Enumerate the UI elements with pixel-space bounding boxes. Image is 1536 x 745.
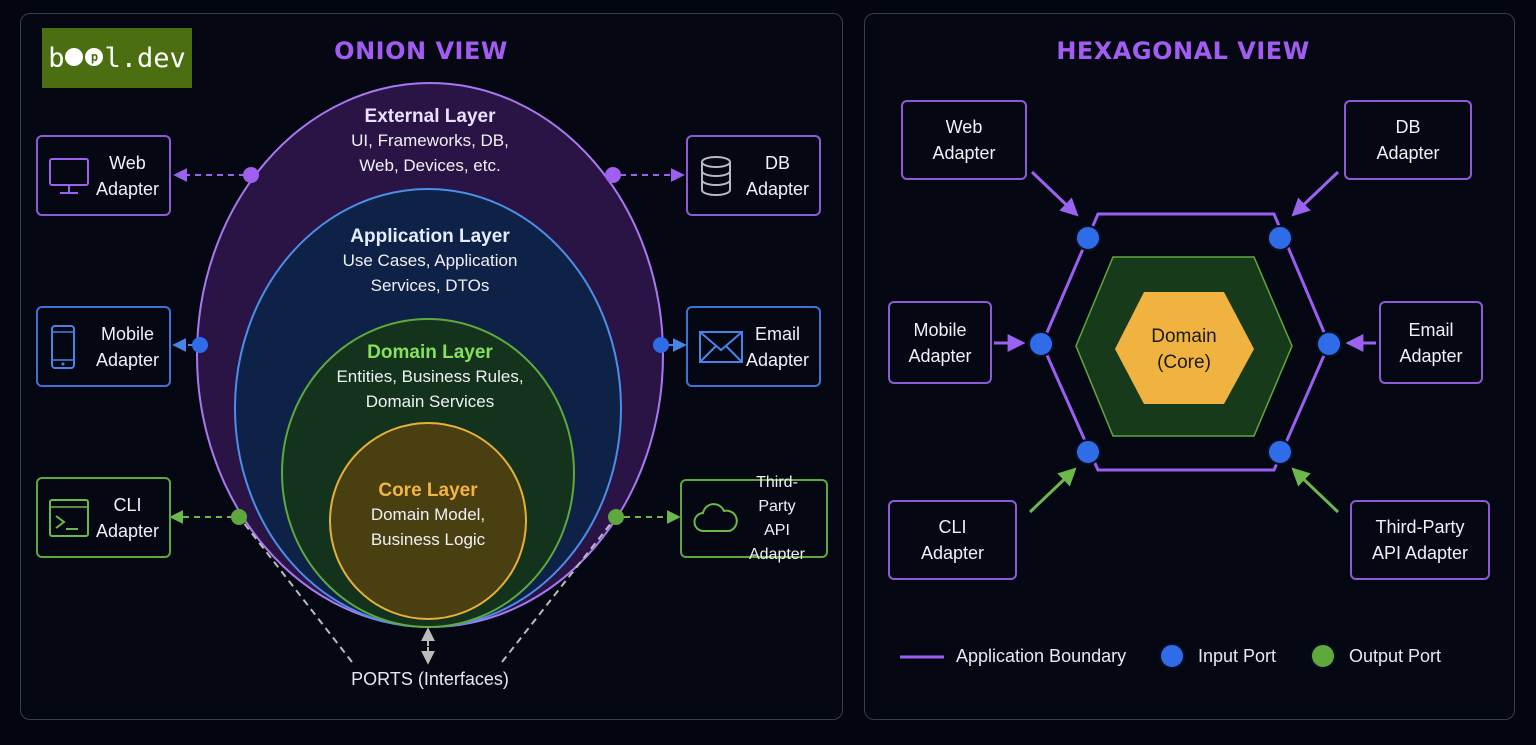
third-party-adapter-line1: Third-Party [756, 473, 798, 515]
hex-input-port-bottom-right [1267, 439, 1293, 465]
ports-label: PORTS (Interfaces) [351, 669, 509, 689]
db-adapter-line1: DB [764, 152, 790, 173]
hex-input-port-right [1316, 331, 1342, 357]
mobile-adapter-line2: Adapter [95, 349, 159, 370]
hex-core-line2: (Core) [1157, 352, 1211, 373]
hex-web-arrow [1030, 170, 1079, 217]
onion-view-title: ONION VIEW [334, 37, 508, 65]
domain-layer-title: Domain Layer [367, 342, 493, 363]
web-adapter-line1: Web [109, 152, 146, 173]
port-dot-web [243, 167, 259, 183]
third-party-adapter-line2: API Adapter [748, 521, 806, 563]
hex-db-line1: DB [1395, 117, 1421, 137]
hex-input-port-top-left [1075, 225, 1101, 251]
hex-input-port-bottom-left [1075, 439, 1101, 465]
application-layer-line1: Use Cases, Application [342, 251, 518, 270]
database-icon [698, 154, 734, 198]
hex-cli-line1: CLI [938, 517, 967, 537]
hex-mobile-line1: Mobile [913, 319, 967, 340]
hex-cli-arrow [1028, 467, 1077, 514]
cloud-icon [692, 502, 738, 535]
terminal-icon [48, 498, 90, 538]
external-layer-text: External Layer UI, Frameworks, DB, Web, … [351, 106, 509, 178]
hexagonal-view-title: HEXAGONAL VIEW [1056, 37, 1310, 65]
core-layer-shape [329, 422, 527, 620]
domain-layer-text: Domain Layer Entities, Business Rules, D… [336, 342, 523, 414]
application-layer-title: Application Layer [350, 226, 510, 247]
hex-email-line1: Email [1408, 319, 1454, 340]
external-layer-line2: Web, Devices, etc. [359, 156, 501, 175]
hex-third-party-line1: Third-Party [1375, 517, 1465, 537]
hex-mobile-line2: Adapter [908, 345, 972, 366]
port-dot-db [605, 167, 621, 183]
core-layer-line1: Domain Model, [370, 505, 486, 524]
mobile-adapter-line1: Mobile [100, 323, 154, 344]
legend-output-port-dot [1310, 643, 1336, 669]
hex-third-party-line2: API Adapter [1371, 543, 1469, 563]
hex-core-label: Domain (Core) [1151, 324, 1216, 376]
legend-boundary-label: Application Boundary [956, 646, 1127, 666]
legend-input-port-label: Input Port [1198, 646, 1277, 666]
port-dot-mobile [192, 337, 208, 353]
legend-input-port-dot [1159, 643, 1185, 669]
monitor-icon [48, 156, 90, 196]
hex-cli-adapter: CLI Adapter [888, 500, 1017, 580]
external-layer-line1: UI, Frameworks, DB, [351, 131, 509, 150]
port-dot-third-party [608, 509, 624, 525]
cli-adapter-line2: Adapter [95, 520, 159, 541]
application-layer-line2: Services, DTOs [370, 276, 490, 295]
domain-core-hexagon [1115, 292, 1254, 404]
hex-input-port-left [1028, 331, 1054, 357]
hex-db-adapter: DB Adapter [1344, 100, 1472, 180]
core-layer-line2: Business Logic [370, 530, 486, 549]
hex-core-line1: Domain [1151, 326, 1217, 347]
hex-db-arrow [1291, 170, 1340, 217]
hex-web-line2: Adapter [932, 143, 996, 163]
cli-adapter-line1: CLI [113, 494, 142, 515]
onion-db-adapter: DB Adapter [686, 135, 821, 216]
web-adapter-line2: Adapter [95, 178, 159, 199]
external-layer-title: External Layer [364, 106, 496, 127]
envelope-icon [698, 330, 744, 364]
port-dot-email [653, 337, 669, 353]
application-layer-text: Application Layer Use Cases, Application… [343, 226, 518, 298]
port-dot-cli [231, 509, 247, 525]
ports-pointer-left [242, 521, 353, 663]
hex-cli-line2: Adapter [920, 543, 985, 563]
onion-cli-adapter: CLI Adapter [36, 477, 171, 558]
core-layer-title: Core Layer [378, 480, 478, 501]
core-layer-text: Core Layer Domain Model, Business Logic [371, 480, 485, 552]
email-adapter-line1: Email [754, 323, 800, 344]
legend-output-port-label: Output Port [1349, 646, 1442, 666]
email-adapter-line2: Adapter [745, 349, 809, 370]
domain-layer-line1: Entities, Business Rules, [336, 367, 524, 386]
hex-third-party-arrow [1291, 467, 1340, 514]
domain-layer-line2: Domain Services [365, 392, 495, 411]
hex-web-line1: Web [945, 117, 983, 137]
hex-input-port-top-right [1267, 225, 1293, 251]
hex-email-line2: Adapter [1399, 345, 1463, 366]
ports-pointer-right [501, 521, 613, 663]
hex-db-line2: Adapter [1376, 143, 1440, 163]
db-adapter-line2: Adapter [745, 178, 809, 199]
smartphone-icon [48, 324, 78, 370]
